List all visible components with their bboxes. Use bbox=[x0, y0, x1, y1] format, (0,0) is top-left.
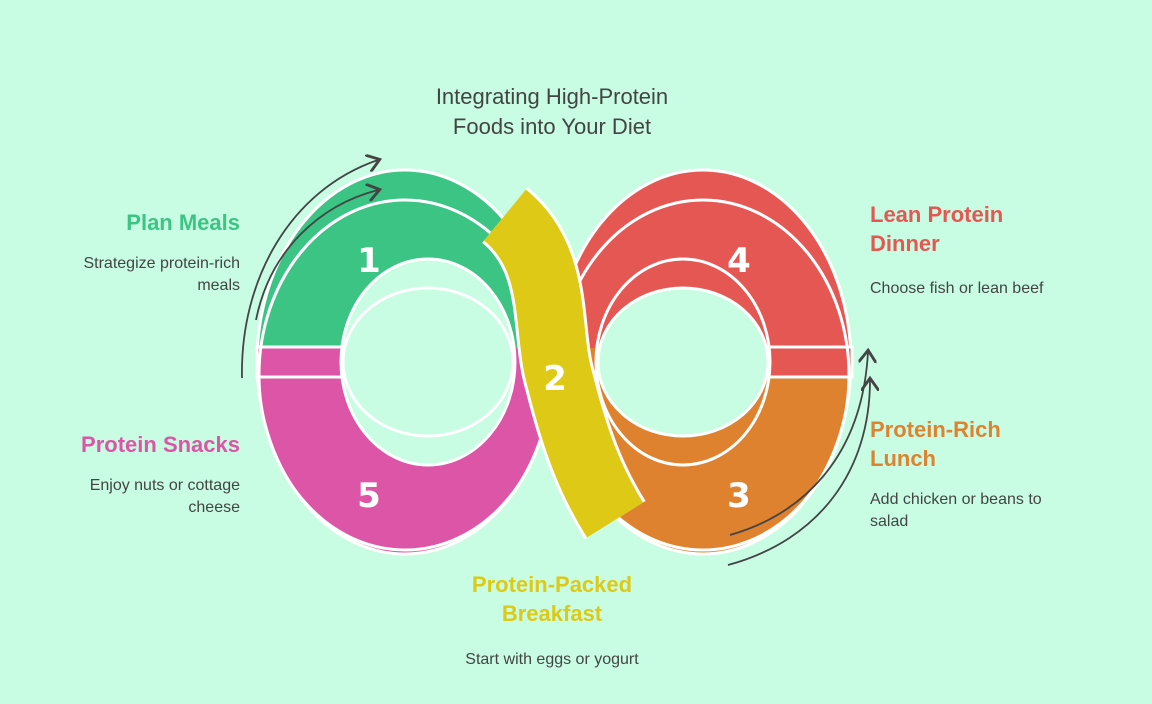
segment-2-breakfast bbox=[480, 187, 646, 540]
title-line: Lean Protein bbox=[870, 202, 1004, 227]
step-number-5: 5 bbox=[357, 476, 381, 516]
step-4-title: Lean Protein Dinner bbox=[870, 200, 1003, 258]
step-number-2: 2 bbox=[543, 359, 567, 399]
title-line: Breakfast bbox=[501, 601, 603, 626]
title-line: Protein-Rich bbox=[870, 417, 1001, 442]
title-line-1: Integrating High-Protein bbox=[435, 84, 669, 109]
cycle-arrow-icon bbox=[727, 380, 870, 566]
title-line: Lunch bbox=[870, 446, 936, 471]
step-number-4: 4 bbox=[727, 241, 751, 281]
desc-line: cheese bbox=[188, 499, 240, 516]
step-2-title: Protein-Packed Breakfast bbox=[402, 570, 702, 628]
step-2-description: Start with eggs or yogurt bbox=[465, 651, 639, 668]
title-line: Dinner bbox=[870, 231, 940, 256]
step-1-title: Plan Meals bbox=[126, 210, 240, 235]
step-number-3: 3 bbox=[727, 476, 751, 516]
step-5-title: Protein Snacks bbox=[81, 432, 240, 457]
desc-line: Add chicken or beans to bbox=[870, 491, 1042, 508]
desc-line: Strategize protein-rich bbox=[83, 255, 240, 272]
step-1-description: Strategize protein-rich meals bbox=[83, 253, 240, 297]
desc-line: salad bbox=[870, 513, 909, 530]
cycle-arrow-icon bbox=[241, 160, 378, 379]
step-3-description: Add chicken or beans to salad bbox=[870, 489, 1042, 533]
desc-line: Enjoy nuts or cottage bbox=[89, 477, 240, 494]
desc-line: meals bbox=[197, 277, 240, 294]
title-line: Protein-Packed bbox=[471, 572, 633, 597]
step-number-1: 1 bbox=[357, 241, 381, 281]
step-3-title: Protein-Rich Lunch bbox=[870, 415, 1001, 473]
step-4-description: Choose fish or lean beef bbox=[870, 280, 1044, 297]
title-line-2: Foods into Your Diet bbox=[452, 114, 652, 139]
step-5-description: Enjoy nuts or cottage cheese bbox=[90, 475, 240, 519]
cycle-arrow-icon bbox=[255, 190, 378, 321]
diagram-title: Integrating High-Protein Foods into Your… bbox=[352, 82, 752, 142]
